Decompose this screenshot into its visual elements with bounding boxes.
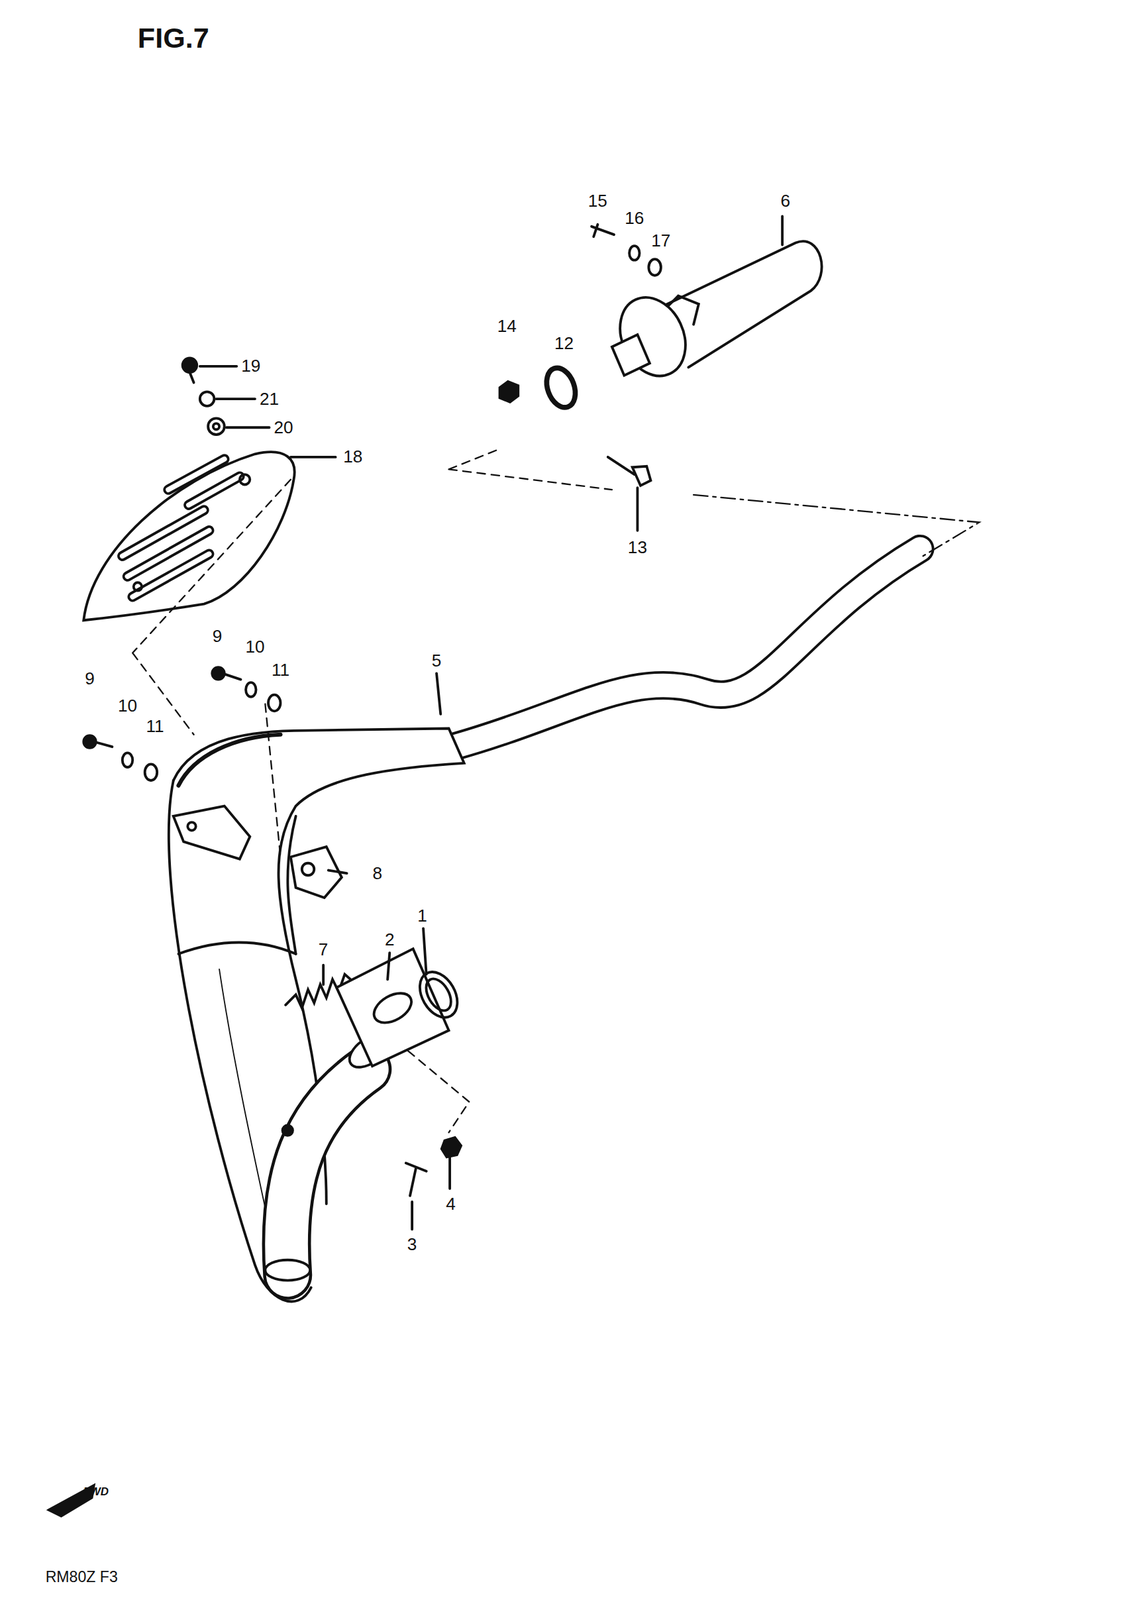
callout-number: 10 xyxy=(117,697,138,715)
callout-number: 7 xyxy=(318,941,329,959)
callout-number: 4 xyxy=(445,1194,456,1213)
callout-number: 18 xyxy=(343,448,363,466)
caption-text: FWD xyxy=(82,1485,109,1497)
callout-number: 3 xyxy=(407,1235,418,1254)
caption-text: RM80Z F3 xyxy=(45,1568,118,1584)
callout-number: 9 xyxy=(84,669,95,687)
callout-number: 12 xyxy=(554,335,574,353)
callout-number: 14 xyxy=(497,317,517,336)
callout-number: 17 xyxy=(651,231,671,250)
figure-title: FIG.7 xyxy=(137,24,210,53)
callout-number: 20 xyxy=(274,418,294,436)
callout-number: 5 xyxy=(431,652,442,670)
callout-number: 2 xyxy=(384,930,395,948)
callout-number: 16 xyxy=(624,209,644,227)
callout-number: 8 xyxy=(372,864,383,882)
callout-number: 15 xyxy=(588,192,608,210)
callout-number: 21 xyxy=(259,390,279,408)
callout-number: 6 xyxy=(780,192,791,210)
callout-number: 9 xyxy=(212,627,223,646)
callout-number: 13 xyxy=(627,539,648,557)
callout-number: 11 xyxy=(271,661,290,679)
callout-number: 19 xyxy=(241,357,261,375)
callout-number: 1 xyxy=(417,907,428,925)
callout-number: 10 xyxy=(245,637,265,656)
callout-number: 11 xyxy=(145,717,164,735)
